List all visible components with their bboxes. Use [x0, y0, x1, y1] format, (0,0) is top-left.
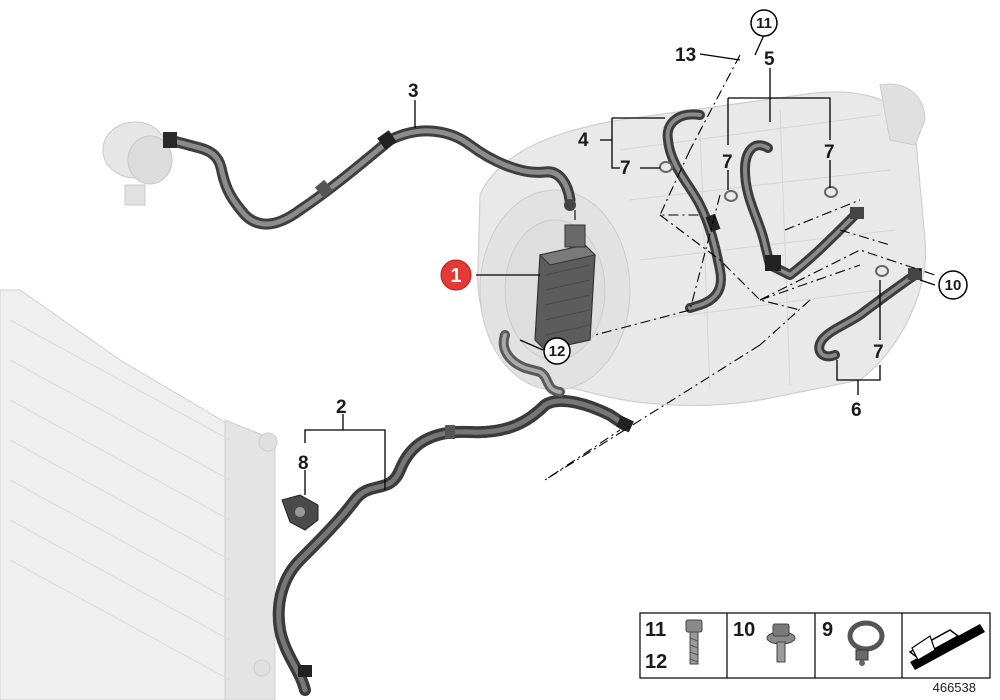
bolt-icon	[685, 619, 703, 665]
callout-5: 5	[764, 49, 775, 70]
flange-bolt-icon	[766, 623, 796, 663]
legend-10: 10	[733, 619, 755, 641]
bracket-8	[281, 494, 319, 531]
cooler-outlet-pipe	[498, 330, 565, 397]
hose-2	[272, 394, 634, 696]
circled-callouts: 11 10 12 1	[440, 9, 968, 365]
diagram-reference-number: 466538	[933, 680, 976, 695]
callout-8: 8	[298, 453, 309, 474]
callout-6: 6	[851, 400, 862, 421]
callout-11: 11	[756, 15, 772, 32]
legend-9: 9	[822, 619, 833, 641]
fastener-legend: 11 12 10 9	[639, 612, 991, 679]
radiator-ghost	[0, 289, 278, 700]
trim-arrow-icon	[908, 624, 985, 670]
callout-7-c: 7	[824, 142, 835, 163]
legend-11: 11	[645, 619, 666, 641]
callout-4: 4	[578, 130, 589, 151]
callout-13: 13	[675, 45, 696, 66]
callout-7-a: 7	[620, 158, 631, 179]
callout-12: 12	[549, 343, 566, 360]
hose-3	[163, 125, 576, 230]
callout-1: 1	[450, 265, 461, 287]
leader-lines	[304, 34, 936, 495]
callout-3: 3	[408, 81, 419, 102]
callout-10: 10	[945, 277, 962, 294]
assembly-lines	[544, 54, 936, 481]
o-rings	[659, 161, 889, 277]
callout-2: 2	[336, 397, 347, 418]
hose-6	[814, 268, 922, 362]
callout-7-b: 7	[722, 152, 733, 173]
hose-5	[740, 140, 864, 280]
hose-clamp-icon	[847, 620, 885, 666]
callout-7-d: 7	[873, 342, 884, 363]
legend-12: 12	[645, 651, 667, 673]
callout-labels: 3 4 5 7 7 7 7 6 13 2 8	[298, 45, 884, 474]
oil-cooler	[534, 224, 596, 351]
pump-ghost	[102, 121, 173, 206]
